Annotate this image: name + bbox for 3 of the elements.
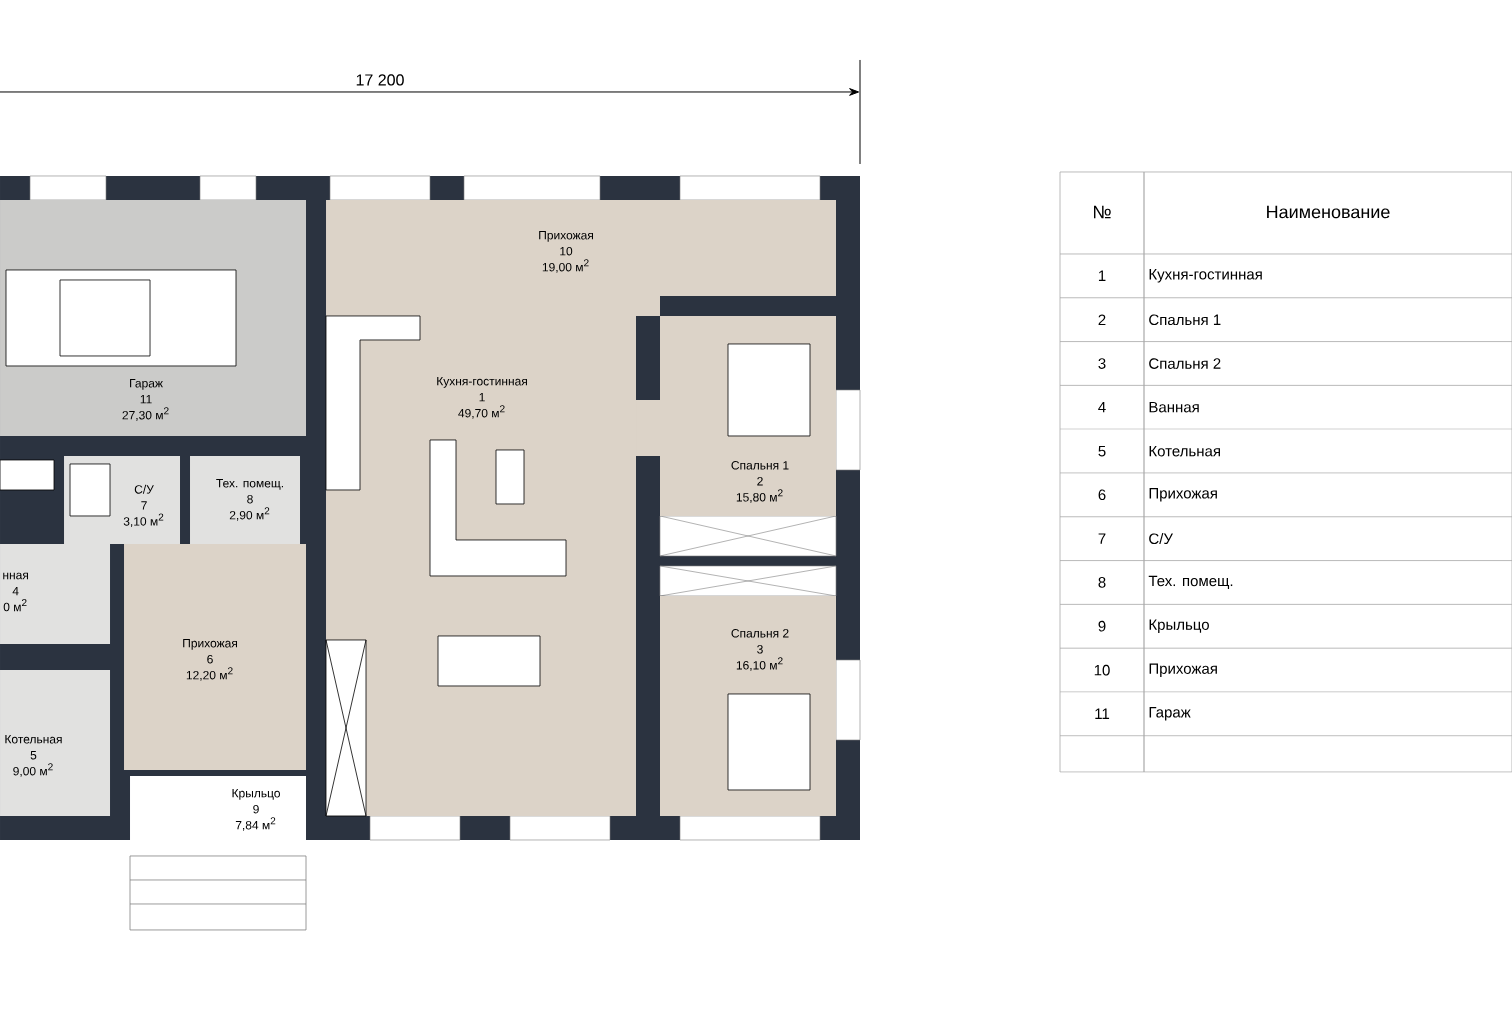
table-header: № [1094,205,1111,219]
dimension-label: 17 200 [356,74,404,86]
table-header: Наименование [1267,205,1390,219]
